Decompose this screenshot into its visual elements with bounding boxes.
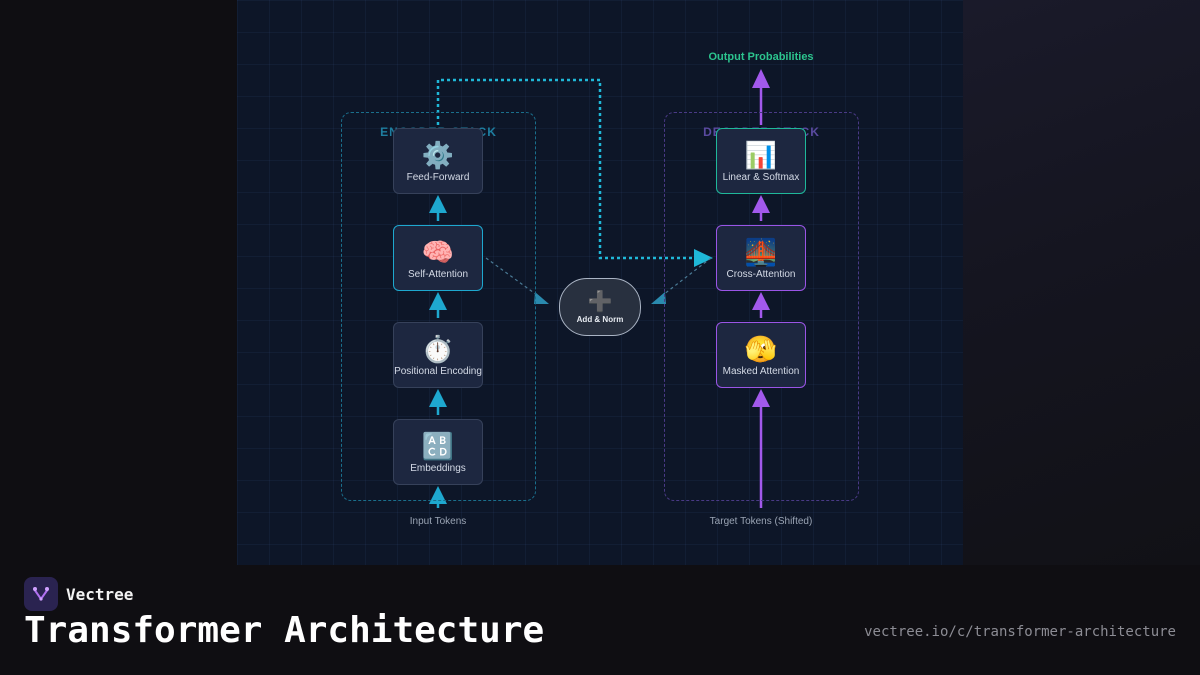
bridge-icon: 🌉 bbox=[744, 236, 778, 267]
linear-softmax-node[interactable]: 📊 Linear & Softmax bbox=[716, 128, 806, 194]
cross-attention-node[interactable]: 🌉 Cross-Attention bbox=[716, 225, 806, 291]
brand[interactable]: Vectree bbox=[24, 577, 133, 611]
abcd-icon: 🔠 bbox=[421, 430, 455, 461]
background-panel bbox=[963, 0, 1200, 565]
self-attention-node[interactable]: 🧠 Self-Attention bbox=[393, 225, 483, 291]
node-label: Add & Norm bbox=[576, 314, 624, 324]
output-probabilities-label: Output Probabilities bbox=[708, 51, 814, 63]
diagram-canvas: ENCODER STACK DECODER STACK ⚙️ Feed-Forw… bbox=[237, 0, 963, 565]
embeddings-node[interactable]: 🔠 Embeddings bbox=[393, 419, 483, 485]
residual-links bbox=[485, 257, 712, 304]
page-title: Transformer Architecture bbox=[24, 610, 545, 651]
add-norm-node[interactable]: ➕ Add & Norm bbox=[559, 278, 641, 336]
brain-icon: 🧠 bbox=[421, 236, 455, 267]
node-label: Self-Attention bbox=[407, 268, 469, 280]
node-label: Cross-Attention bbox=[726, 268, 796, 280]
stopwatch-icon: ⏱️ bbox=[421, 333, 455, 364]
input-tokens-label: Input Tokens bbox=[409, 516, 467, 527]
plus-icon: ➕ bbox=[587, 290, 613, 313]
node-label: Masked Attention bbox=[722, 365, 800, 377]
node-label: Feed-Forward bbox=[406, 171, 470, 183]
vectree-logo-icon bbox=[24, 577, 58, 611]
page-url[interactable]: vectree.io/c/transformer-architecture bbox=[864, 624, 1176, 640]
feed-forward-node[interactable]: ⚙️ Feed-Forward bbox=[393, 128, 483, 194]
node-label: Embeddings bbox=[410, 462, 466, 474]
node-label: Positional Encoding bbox=[394, 365, 482, 377]
bar-chart-icon: 📊 bbox=[744, 139, 778, 170]
encoder-arrows bbox=[429, 195, 447, 508]
brand-name: Vectree bbox=[66, 584, 134, 604]
decoder-arrows bbox=[752, 69, 770, 508]
peeking-face-icon: 🫣 bbox=[744, 333, 778, 364]
gear-icon: ⚙️ bbox=[421, 139, 455, 170]
positional-encoding-node[interactable]: ⏱️ Positional Encoding bbox=[393, 322, 483, 388]
node-label: Linear & Softmax bbox=[722, 171, 800, 183]
target-tokens-label: Target Tokens (Shifted) bbox=[709, 516, 813, 527]
connector-layer bbox=[429, 69, 770, 508]
masked-attention-node[interactable]: 🫣 Masked Attention bbox=[716, 322, 806, 388]
memory-connection bbox=[436, 78, 713, 267]
